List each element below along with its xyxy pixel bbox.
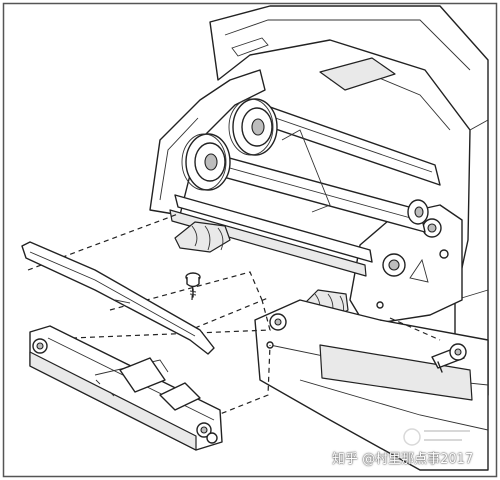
spindle-hub-right bbox=[407, 199, 429, 225]
mounting-screw bbox=[185, 272, 201, 298]
print-head-bracket-bar bbox=[21, 241, 215, 355]
spindle-wheel-upper bbox=[228, 98, 278, 156]
watermark-text: 知乎 @村里那点事2017 bbox=[332, 452, 474, 467]
right-side-plate bbox=[349, 204, 463, 326]
hinge-pin bbox=[431, 343, 467, 373]
spindle-wheel-lower bbox=[181, 133, 231, 191]
assembly-guide-lines bbox=[27, 213, 441, 421]
left-side-plate bbox=[149, 69, 266, 216]
lower-chassis bbox=[254, 299, 489, 471]
print-head-assembly bbox=[29, 325, 223, 451]
baidu-jingyan-mark-icon bbox=[403, 428, 470, 446]
spring-left bbox=[174, 221, 231, 253]
